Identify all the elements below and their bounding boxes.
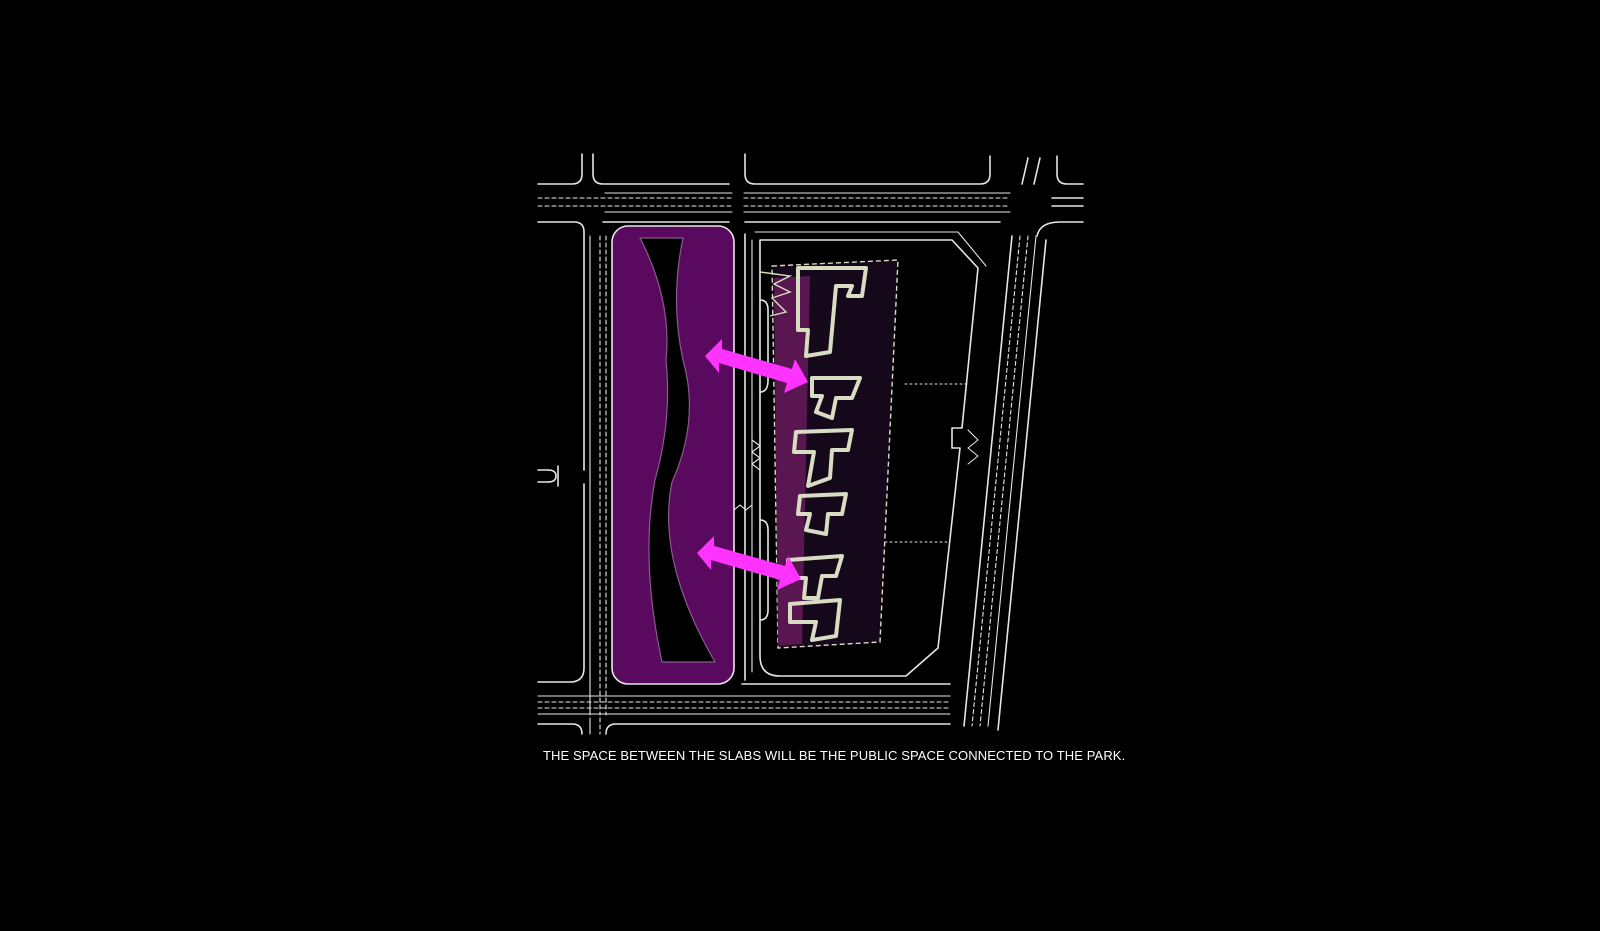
park-path: [639, 237, 717, 663]
slab-2: [810, 376, 862, 420]
site-boundary: [754, 231, 987, 677]
slab-6: [788, 598, 842, 642]
road-central: [733, 233, 769, 681]
slab-3: [792, 428, 854, 488]
road-south: [537, 683, 951, 735]
diagram-caption: THE SPACE BETWEEN THE SLABS WILL BE THE …: [543, 748, 1126, 763]
connection-arrows: [697, 339, 808, 590]
building-slabs: [759, 259, 899, 649]
double-headed-arrow-icon: [705, 339, 808, 393]
road-north: [537, 153, 1084, 471]
road-east: [963, 235, 1047, 731]
slab-4: [796, 492, 848, 536]
slab-1: [796, 266, 868, 358]
double-headed-arrow-icon: [697, 536, 801, 590]
road-west: [537, 235, 607, 716]
park: [611, 225, 735, 685]
